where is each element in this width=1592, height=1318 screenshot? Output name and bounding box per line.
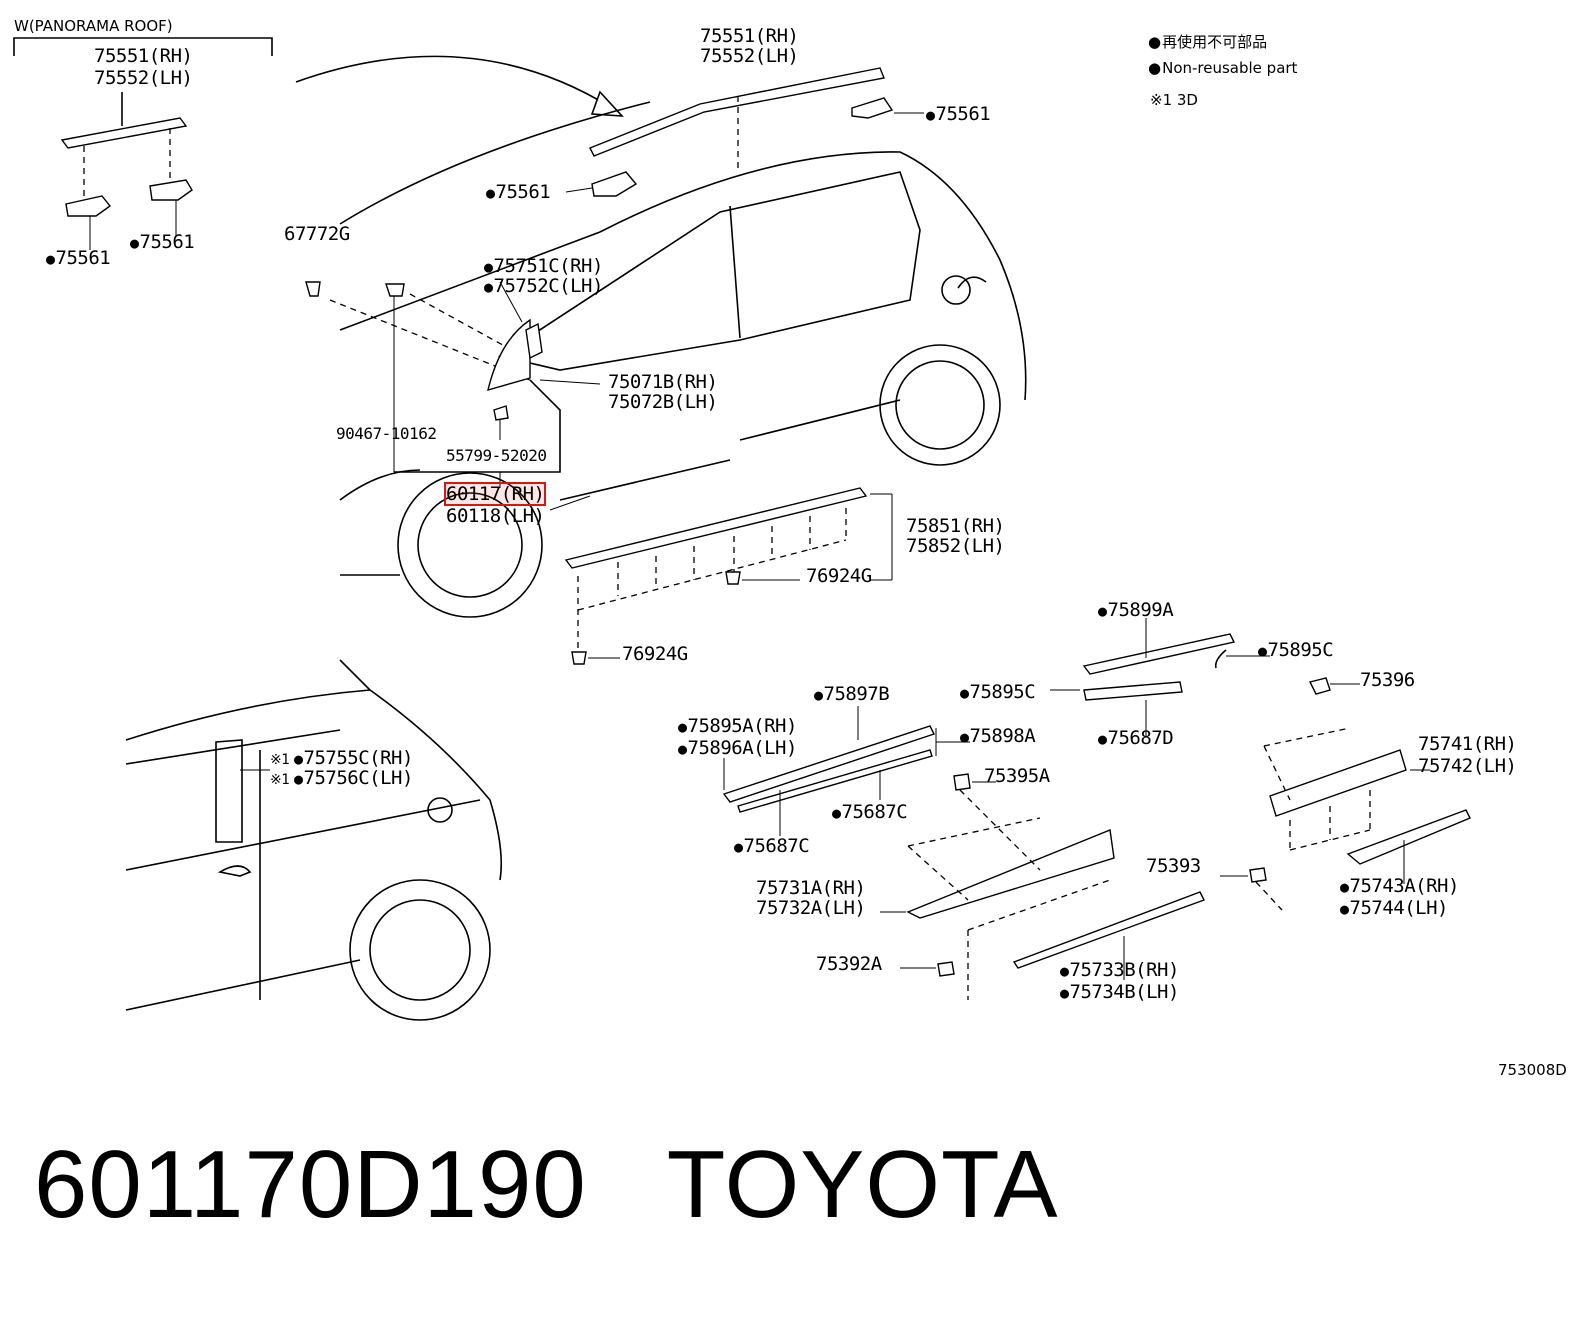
part-label[interactable]: 75742(LH) — [1418, 755, 1517, 777]
part-label[interactable]: 75895C — [1258, 640, 1334, 661]
note-mark: ※1 — [270, 752, 290, 768]
part-number: 601170D190 — [34, 1131, 587, 1238]
part-label[interactable]: 75561 — [46, 248, 111, 269]
part-label[interactable]: 75393 — [1146, 855, 1201, 877]
part-label[interactable]: 75756C(LH) — [294, 768, 414, 789]
part-label[interactable]: 90467-10162 — [336, 424, 437, 443]
part-label[interactable]: 75755C(RH) — [294, 748, 414, 769]
part-label[interactable]: 75751C(RH) — [484, 256, 604, 277]
part-label[interactable]: 75687D — [1098, 728, 1174, 749]
part-label[interactable]: 75551(RH) — [700, 25, 799, 47]
diagram-drawing — [13, 37, 1471, 1021]
part-label[interactable]: 75687C — [832, 802, 908, 823]
part-label[interactable]: 55799-52020 — [446, 446, 547, 465]
roof-molding — [589, 67, 885, 157]
note-mark: ※1 — [270, 772, 290, 788]
part-label[interactable]: 67772G — [284, 223, 350, 245]
part-label[interactable]: 76924G — [806, 565, 872, 587]
part-label[interactable]: 75898A — [960, 726, 1036, 747]
part-label[interactable]: 75743A(RH) — [1340, 876, 1460, 897]
legend-jp: 再使用不可部品 — [1148, 32, 1267, 52]
part-label[interactable]: 75396 — [1360, 669, 1415, 691]
part-label[interactable]: 75392A — [816, 953, 882, 975]
part-label[interactable]: 75895A(RH) — [678, 716, 798, 737]
part-label[interactable]: 76924G — [622, 643, 688, 665]
part-label[interactable]: 75741(RH) — [1418, 733, 1517, 755]
part-label-highlighted[interactable]: 60117(RH) — [443, 482, 547, 506]
part-label[interactable]: 75072B(LH) — [608, 391, 718, 413]
inset-title: W(PANORAMA ROOF) — [14, 17, 173, 35]
car-body-upper — [339, 101, 1027, 618]
legend-note: ※1 3D — [1150, 91, 1198, 109]
part-label[interactable]: 75896A(LH) — [678, 738, 798, 759]
parts-diagram: 再使用不可部品 Non-reusable part ※1 3D W(PANORA… — [0, 0, 1592, 1100]
panorama-roof-inset — [13, 37, 273, 250]
brand-name: TOYOTA — [666, 1131, 1059, 1238]
direction-arrow — [295, 55, 613, 109]
part-label[interactable]: 75895C — [960, 682, 1036, 703]
part-label[interactable]: 75732A(LH) — [756, 897, 866, 919]
reference-code: 753008D — [1498, 1061, 1567, 1079]
car-body-lower — [125, 659, 502, 1021]
part-label[interactable]: 75734B(LH) — [1060, 982, 1180, 1003]
part-label[interactable]: 75561 — [130, 232, 195, 253]
part-label[interactable]: 60118(LH) — [446, 505, 545, 527]
part-label[interactable]: 75687C — [734, 836, 810, 857]
part-label[interactable]: 75552(LH) — [94, 67, 193, 89]
part-label[interactable]: 75897B — [814, 684, 890, 705]
legend-en: Non-reusable part — [1148, 58, 1297, 78]
part-label[interactable]: 75752C(LH) — [484, 276, 604, 297]
part-label[interactable]: 75899A — [1098, 600, 1174, 621]
part-label[interactable]: 75744(LH) — [1340, 898, 1449, 919]
part-label[interactable]: 75733B(RH) — [1060, 960, 1180, 981]
footer-caption: 601170D190 TOYOTA — [34, 1130, 1059, 1240]
part-label[interactable]: 75561 — [486, 182, 551, 203]
part-label[interactable]: 75731A(RH) — [756, 877, 866, 899]
part-label[interactable]: 75851(RH) — [906, 515, 1005, 537]
part-label[interactable]: 75552(LH) — [700, 45, 799, 67]
part-label[interactable]: 75852(LH) — [906, 535, 1005, 557]
part-label[interactable]: 75551(RH) — [94, 45, 193, 67]
part-label[interactable]: 75395A — [984, 765, 1050, 787]
rocker-molding — [564, 487, 868, 569]
part-label[interactable]: 75071B(RH) — [608, 371, 718, 393]
part-label[interactable]: 75561 — [926, 104, 991, 125]
